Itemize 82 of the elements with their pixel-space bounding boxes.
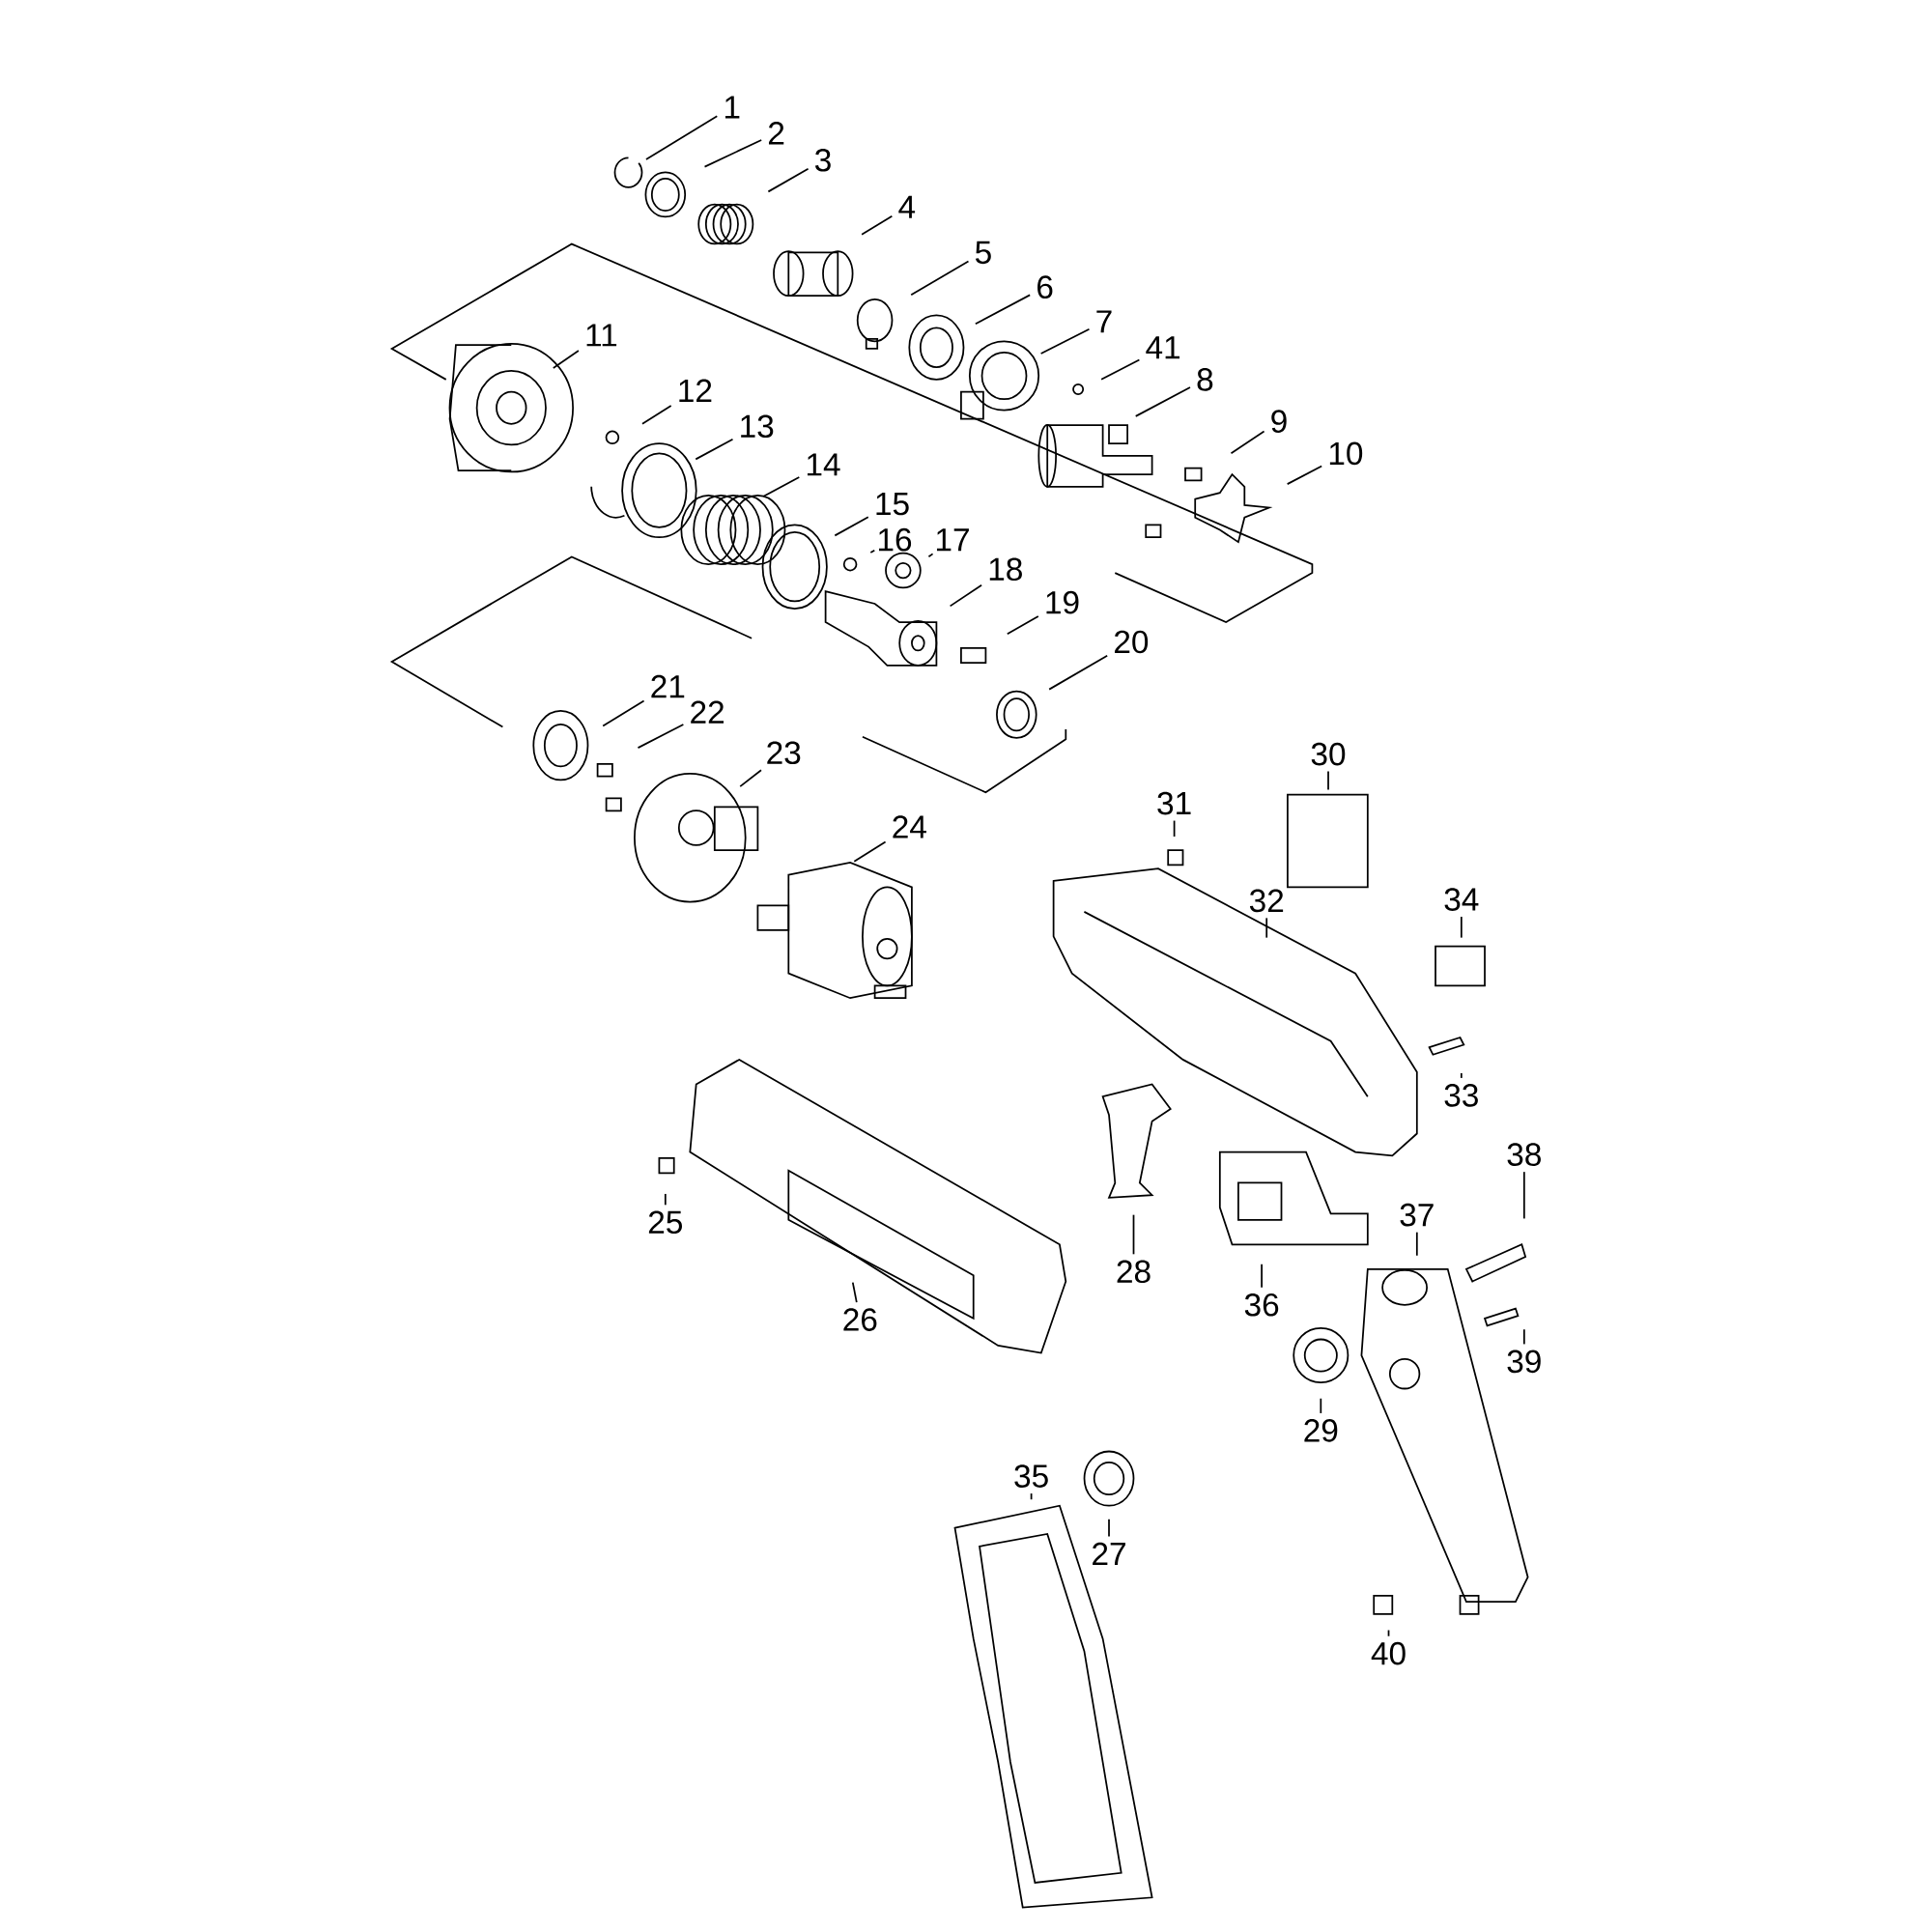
leader-line (1006, 615, 1039, 636)
callout-number: 28 (1117, 1260, 1151, 1284)
leader-line (834, 516, 869, 537)
callout-number: 30 (1311, 742, 1346, 766)
callout-number: 4 (898, 195, 916, 218)
callout-number: 17 (937, 528, 969, 552)
leader-line (767, 167, 810, 193)
leader-line (861, 214, 894, 236)
callout-number: 8 (1197, 368, 1213, 391)
callout-number: 25 (648, 1210, 682, 1235)
leader-line (1173, 819, 1176, 838)
leader-line (641, 405, 672, 425)
leader-line (1048, 654, 1109, 691)
leader-line (1030, 1492, 1033, 1501)
leader-line (1387, 1629, 1390, 1637)
leader-line (853, 840, 887, 863)
leader-line (1460, 916, 1463, 939)
leader-line (664, 1193, 667, 1207)
leader-line (851, 1281, 858, 1303)
callout-number: 13 (741, 414, 774, 439)
callout-number: 37 (1400, 1203, 1434, 1227)
leader-line (1261, 1263, 1263, 1289)
leader-line (703, 139, 763, 168)
leader-line (602, 699, 645, 727)
callout-number: 1 (724, 96, 740, 119)
leader-line (1100, 358, 1141, 381)
leader-line (1132, 1213, 1135, 1256)
callout-number: 34 (1444, 888, 1479, 911)
callout-number: 12 (679, 379, 712, 402)
callout-number: 39 (1507, 1350, 1541, 1374)
callout-number: 29 (1304, 1419, 1338, 1442)
leader-line (695, 438, 734, 461)
callout-number: 10 (1329, 441, 1363, 466)
callout-number: 20 (1115, 630, 1149, 654)
callout-number: 22 (691, 700, 724, 724)
callout-number: 3 (815, 148, 831, 172)
leader-line (949, 583, 982, 608)
leader-line (1522, 1328, 1525, 1346)
callout-number: 41 (1146, 336, 1180, 359)
callout-number: 24 (893, 815, 926, 838)
callout-number: 6 (1037, 275, 1053, 298)
callout-number: 7 (1096, 310, 1112, 333)
leader-line (1522, 1171, 1525, 1220)
callout-number: 16 (879, 527, 912, 552)
callout-number: 19 (1046, 590, 1079, 614)
leader-line (645, 115, 719, 160)
callout-number: 26 (843, 1308, 877, 1331)
callout-number: 9 (1271, 410, 1287, 433)
leader-line (739, 769, 762, 787)
leader-line (762, 476, 801, 497)
leader-line (1230, 430, 1265, 455)
leader-line (1327, 770, 1329, 791)
callout-number: 11 (586, 324, 617, 347)
leader-line (910, 260, 970, 297)
leader-line (637, 724, 685, 749)
leader-line (1286, 465, 1323, 485)
leader-line (1039, 327, 1091, 355)
leader-line (1108, 1518, 1110, 1538)
callout-number: 5 (975, 241, 991, 265)
callout-number: 36 (1244, 1293, 1279, 1317)
leader-line (1460, 1072, 1463, 1079)
callout-number: 23 (767, 741, 801, 765)
leader-line (1320, 1397, 1322, 1414)
leader-line (927, 553, 934, 558)
callout-number: 14 (808, 453, 840, 476)
callout-number: 18 (989, 557, 1022, 582)
leader-line (1415, 1231, 1418, 1257)
callout-number: 21 (651, 674, 685, 698)
callout-number: 33 (1444, 1084, 1478, 1107)
callout-number: 2 (769, 122, 784, 145)
callout-number: 35 (1014, 1464, 1048, 1488)
leader-line (552, 350, 580, 369)
callout-number: 38 (1507, 1143, 1541, 1166)
leader-line (974, 294, 1032, 326)
callout-number: 15 (876, 493, 909, 516)
leader-line (1265, 917, 1268, 939)
callout-number: 27 (1093, 1542, 1125, 1566)
leader-line (1134, 386, 1191, 417)
callout-number: 40 (1371, 1641, 1406, 1665)
callout-number: 32 (1249, 889, 1284, 913)
callout-number: 31 (1157, 791, 1191, 815)
leader-line (869, 549, 876, 554)
